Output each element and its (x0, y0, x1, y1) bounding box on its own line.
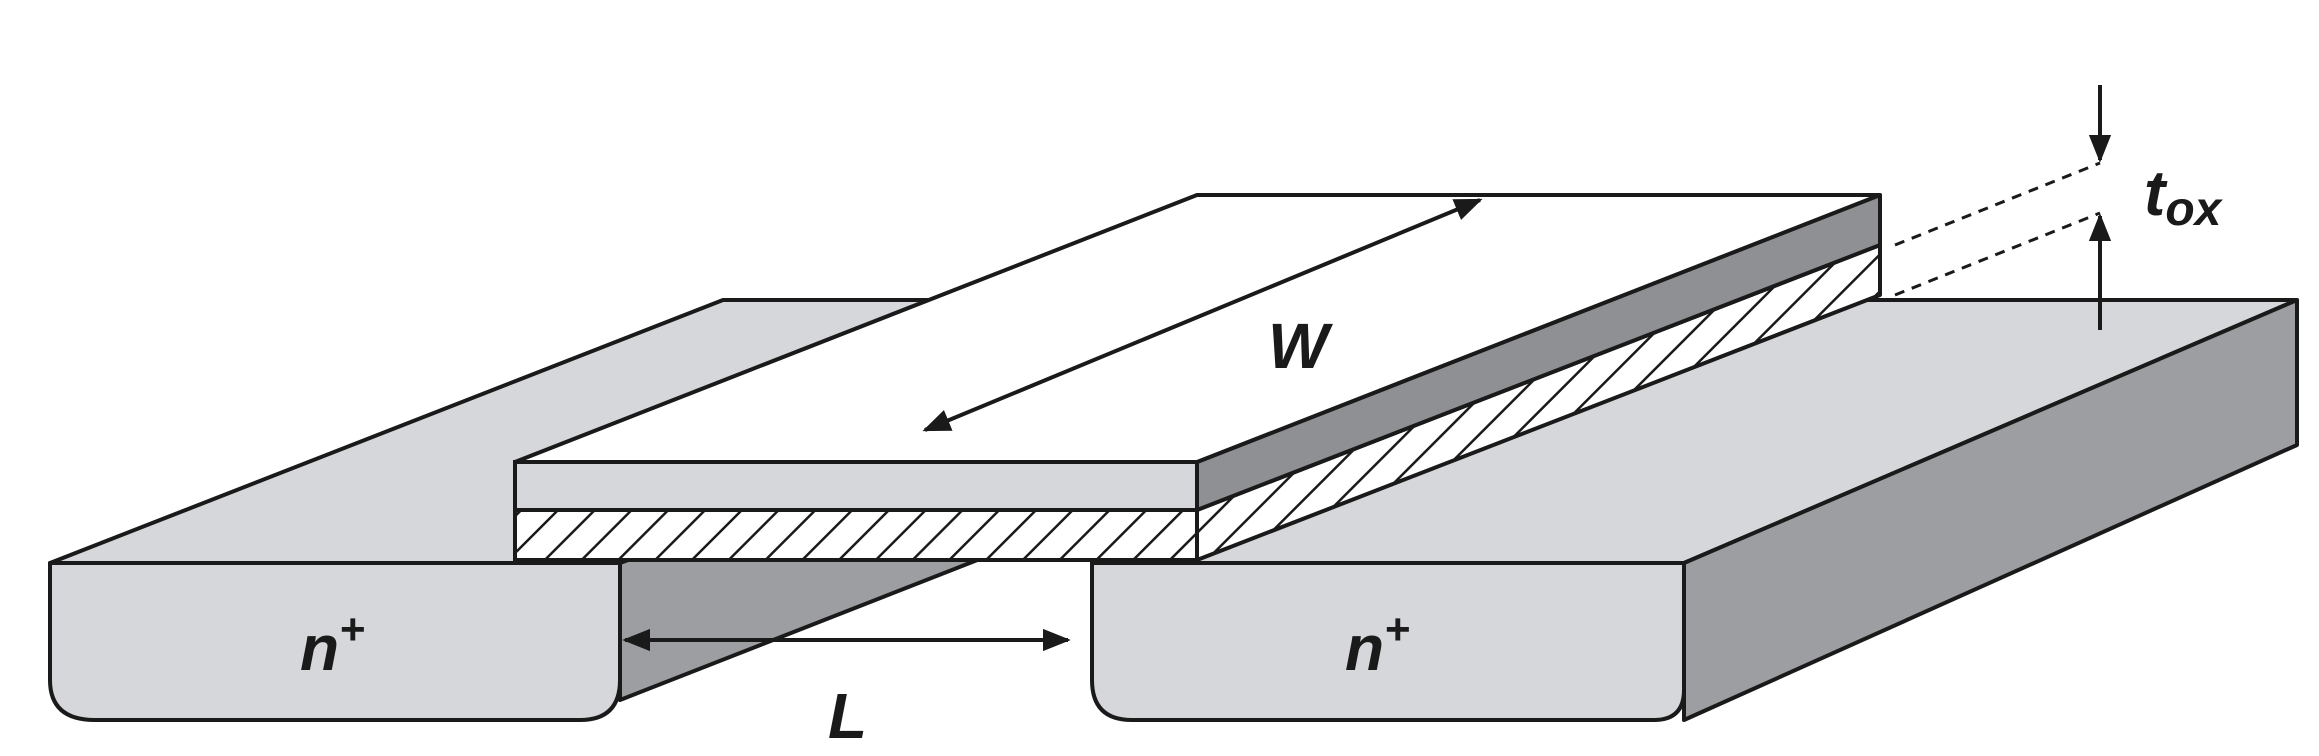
oxide-thickness-dimension (1894, 85, 2112, 330)
source-label: n+ (300, 605, 365, 684)
width-dimension (922, 198, 1483, 432)
drain-label: n+ (1345, 605, 1410, 684)
source-front-face (48, 561, 622, 722)
drain-region (1090, 298, 2299, 722)
drain-front-face (1090, 561, 1686, 722)
width-label: W (1268, 310, 1333, 382)
length-label: L (828, 680, 867, 752)
width-arrow (922, 198, 1483, 432)
gate-oxide (513, 243, 1882, 562)
tox-dash-lower (1894, 211, 2101, 297)
oxide-front-face (513, 508, 1199, 562)
tox-dash-upper (1894, 161, 2101, 247)
oxide-thickness-label: tox (2144, 157, 2224, 236)
gate-front-face (513, 460, 1199, 512)
